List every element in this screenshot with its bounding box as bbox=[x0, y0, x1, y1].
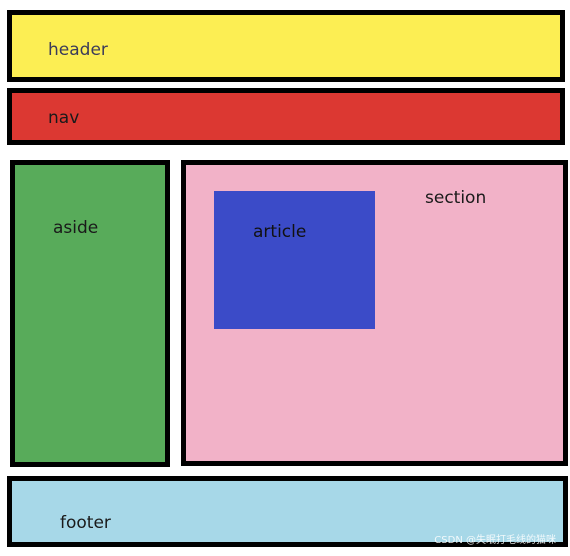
nav-block: nav bbox=[7, 88, 565, 145]
nav-label: nav bbox=[48, 108, 80, 128]
section-label: section bbox=[425, 188, 487, 208]
article-label: article bbox=[253, 222, 307, 242]
aside-block: aside bbox=[10, 160, 170, 467]
footer-block: footer bbox=[7, 476, 568, 547]
article-block: article bbox=[214, 191, 375, 329]
footer-label: footer bbox=[60, 513, 111, 533]
header-block: header bbox=[7, 10, 565, 82]
aside-label: aside bbox=[53, 218, 99, 238]
watermark: CSDN @失眠打毛线的猫咪 bbox=[434, 535, 556, 546]
header-label: header bbox=[48, 40, 108, 60]
